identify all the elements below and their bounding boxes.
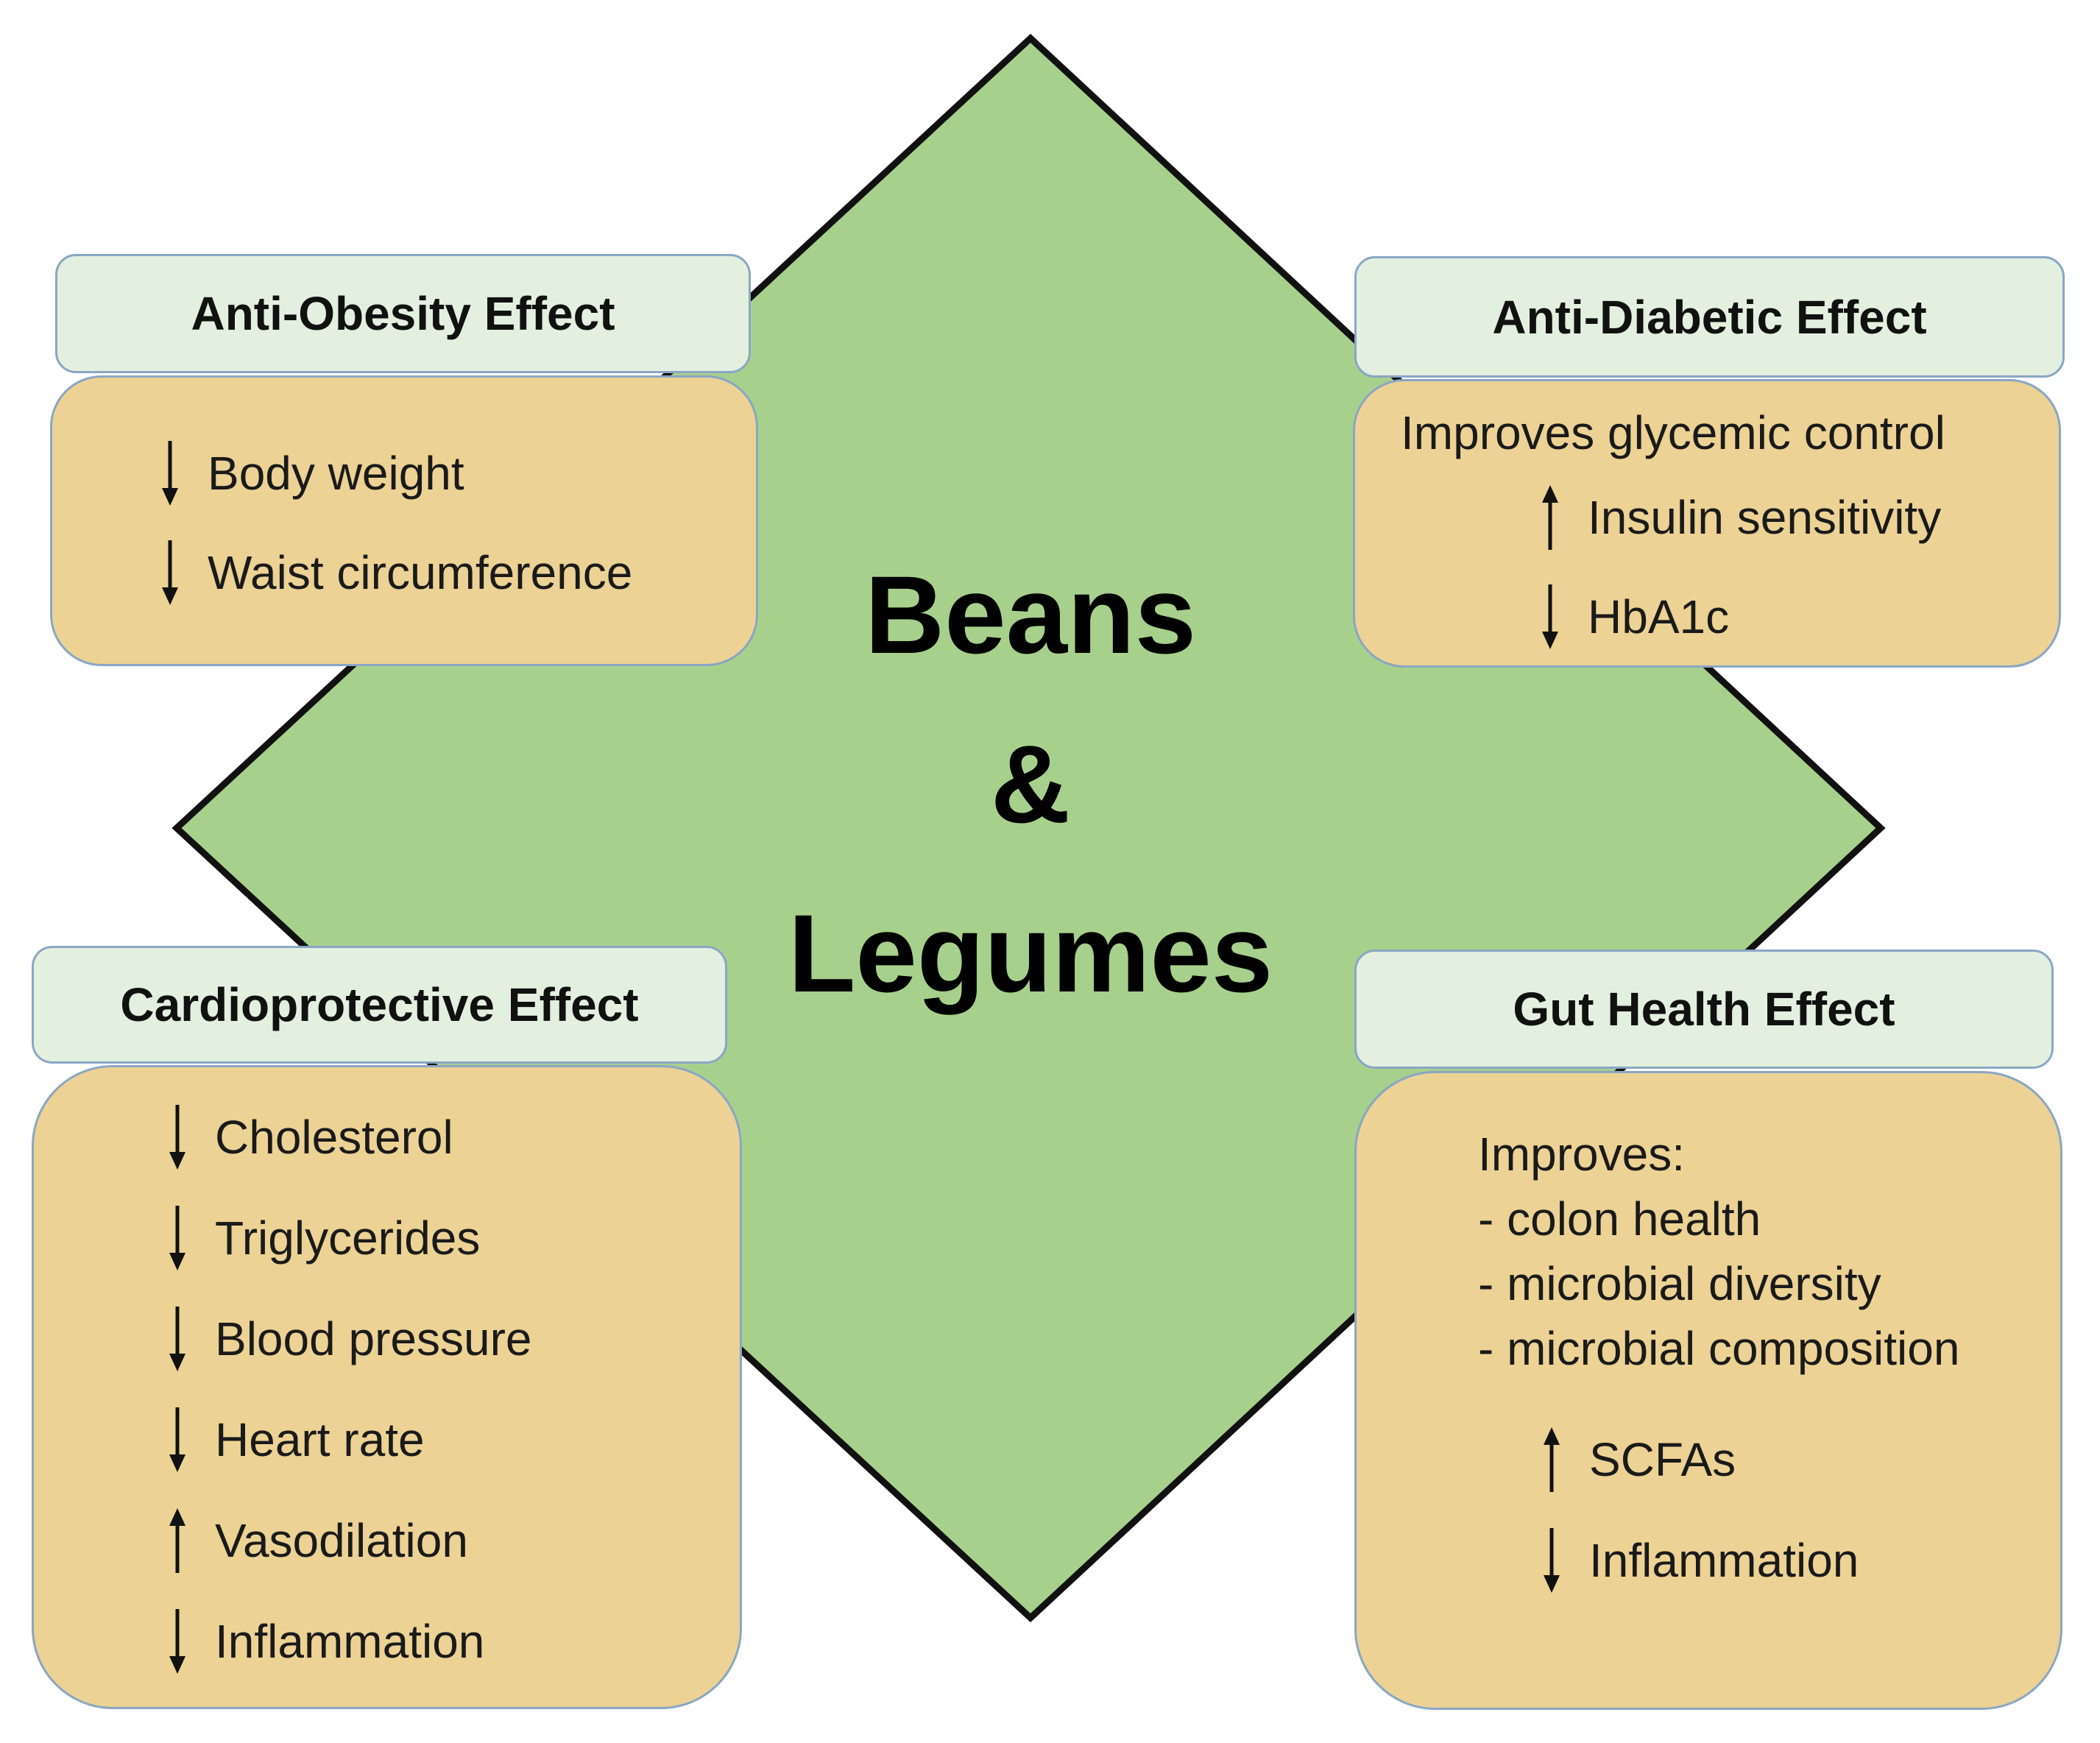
- gut-health-bullet: - microbial diversity: [1478, 1257, 1881, 1310]
- anti-diabetic-title: Anti-Diabetic Effect: [1492, 290, 1927, 344]
- gut-health-bullet: - microbial composition: [1478, 1322, 1960, 1375]
- down-arrow-icon: [1542, 584, 1558, 649]
- cardioprotective-item: Cholesterol: [166, 1100, 453, 1174]
- down-arrow-icon: [169, 1609, 185, 1674]
- cardioprotective-header: Cardioprotective Effect: [32, 946, 727, 1064]
- anti-obesity-item: Body weight: [159, 436, 464, 510]
- center-title-line-1: Beans: [864, 553, 1197, 676]
- up-arrow-icon: [1542, 485, 1558, 550]
- cardioprotective-item: Heart rate: [166, 1403, 425, 1477]
- cardioprotective-title: Cardioprotective Effect: [120, 978, 639, 1031]
- gut-health-title: Gut Health Effect: [1513, 983, 1895, 1036]
- anti-diabetic-box: Improves glycemic control Insulin sensit…: [1353, 379, 2061, 668]
- down-arrow-icon: [169, 1407, 185, 1472]
- anti-obesity-header: Anti-Obesity Effect: [55, 254, 751, 373]
- anti-obesity-item: Waist circumference: [159, 536, 632, 609]
- anti-diabetic-item: HbA1c: [1539, 580, 1729, 654]
- anti-diabetic-header: Anti-Diabetic Effect: [1354, 256, 2065, 378]
- gut-health-header: Gut Health Effect: [1354, 950, 2054, 1069]
- center-title-line-2: &: [990, 722, 1071, 846]
- up-arrow-icon: [169, 1508, 185, 1573]
- anti-obesity-box: Body weight Waist circumference: [50, 375, 758, 666]
- center-title: Beans & Legumes: [736, 530, 1325, 1038]
- down-arrow-icon: [1544, 1528, 1560, 1593]
- cardioprotective-item: Triglycerides: [166, 1201, 480, 1275]
- gut-health-bullet: - colon health: [1478, 1192, 1761, 1245]
- down-arrow-icon: [169, 1105, 185, 1170]
- gut-health-item: SCFAs: [1541, 1423, 1736, 1496]
- gut-health-box: Improves: - colon health - microbial div…: [1354, 1071, 2062, 1710]
- gut-health-item: Inflammation: [1541, 1524, 1859, 1597]
- gut-health-intro: Improves:: [1478, 1128, 1685, 1181]
- cardioprotective-item: Vasodilation: [166, 1504, 468, 1577]
- down-arrow-icon: [169, 1206, 185, 1270]
- up-arrow-icon: [1544, 1427, 1560, 1492]
- cardioprotective-item: Inflammation: [166, 1605, 484, 1678]
- cardioprotective-box: Cholesterol Triglycerides Blood pressure…: [32, 1065, 742, 1709]
- down-arrow-icon: [169, 1307, 185, 1371]
- anti-diabetic-item: Insulin sensitivity: [1539, 481, 1941, 554]
- cardioprotective-item: Blood pressure: [166, 1302, 531, 1376]
- down-arrow-icon: [162, 441, 178, 506]
- center-title-line-3: Legumes: [788, 891, 1273, 1015]
- anti-obesity-title: Anti-Obesity Effect: [191, 287, 615, 340]
- down-arrow-icon: [162, 540, 178, 605]
- anti-diabetic-intro: Improves glycemic control: [1401, 406, 1945, 459]
